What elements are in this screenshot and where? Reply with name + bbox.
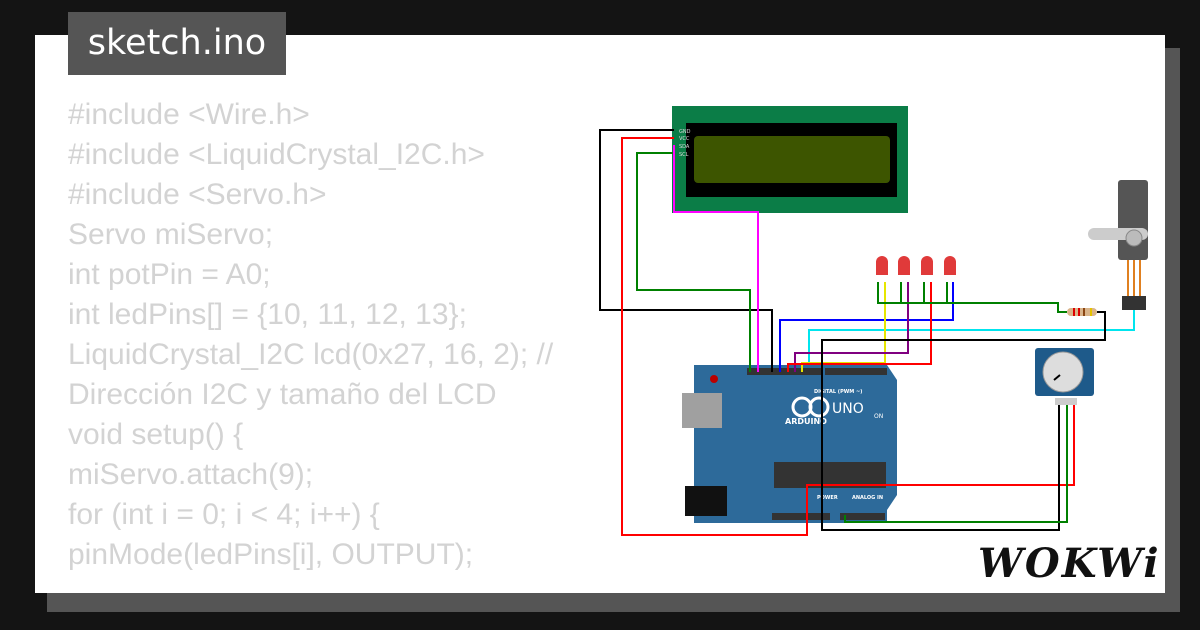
lcd-pin-label: SDA	[679, 144, 690, 150]
led-group[interactable]	[876, 256, 956, 275]
code-line: pinMode(ledPins[i], OUTPUT);	[68, 538, 474, 571]
wire-lcd-vcc	[621, 137, 1075, 536]
wire-lcd-sda	[673, 145, 759, 372]
arduino-uno[interactable]: ARDUINO UNO DIGITAL (PWM ~) ANALOG IN PO…	[682, 365, 897, 523]
code-line: #include <Wire.h>	[68, 98, 310, 131]
wires	[599, 129, 1106, 536]
lcd-pin-label: SCL	[679, 152, 689, 158]
circuit-main: GND VCC SDA SCL ARDUINO UNO DIGITAL (PWM…	[599, 106, 1106, 536]
preview-panel: #include <Wire.h> #include <LiquidCrystal…	[35, 35, 1165, 593]
wokwi-logo: WOKWi	[978, 540, 1161, 587]
analog-label: ANALOG IN	[852, 495, 883, 501]
code-line: LiquidCrystal_I2C lcd(0x27, 16, 2); // D…	[68, 338, 562, 411]
lcd-pin-label: GND	[679, 129, 691, 135]
lcd-pin-label: VCC	[679, 136, 690, 142]
lcd-display[interactable]: GND VCC SDA SCL	[672, 106, 908, 213]
wire-servo-signal	[808, 310, 1135, 372]
potentiometer[interactable]	[1035, 348, 1094, 405]
code-line: #include <Servo.h>	[68, 178, 327, 211]
power-label: POWER	[817, 495, 838, 501]
wire-lcd-gnd	[599, 129, 773, 372]
code-line: int ledPins[] = {10, 11, 12, 13};	[68, 298, 467, 331]
resistor[interactable]	[1067, 308, 1097, 316]
arduino-logo-text: ARDUINO	[785, 417, 827, 426]
on-label: ON	[874, 413, 883, 420]
wire-led-ground	[821, 311, 1106, 531]
code-preview: #include <Wire.h> #include <LiquidCrystal…	[68, 95, 590, 575]
digital-label: DIGITAL (PWM ~)	[814, 389, 862, 395]
wire-led3	[787, 282, 932, 372]
code-line: #include <LiquidCrystal_I2C.h>	[68, 138, 485, 171]
wire-lcd-scl	[636, 152, 751, 372]
code-line: void setup() {	[68, 418, 244, 451]
file-title: sketch.ino	[68, 12, 286, 75]
wire-led2	[794, 282, 909, 372]
code-line: Servo miServo;	[68, 218, 274, 251]
code-line: miServo.attach(9);	[68, 458, 314, 491]
code-line: for (int i = 0; i < 4; i++) {	[68, 498, 380, 531]
wire-pot-signal	[844, 405, 1068, 523]
code-line: int potPin = A0;	[68, 258, 271, 291]
board-model: UNO	[832, 401, 864, 417]
wire-led1	[801, 282, 886, 372]
wire-led-common	[877, 282, 1067, 313]
servo-motor[interactable]	[1088, 180, 1148, 310]
wire-led4	[779, 282, 954, 372]
